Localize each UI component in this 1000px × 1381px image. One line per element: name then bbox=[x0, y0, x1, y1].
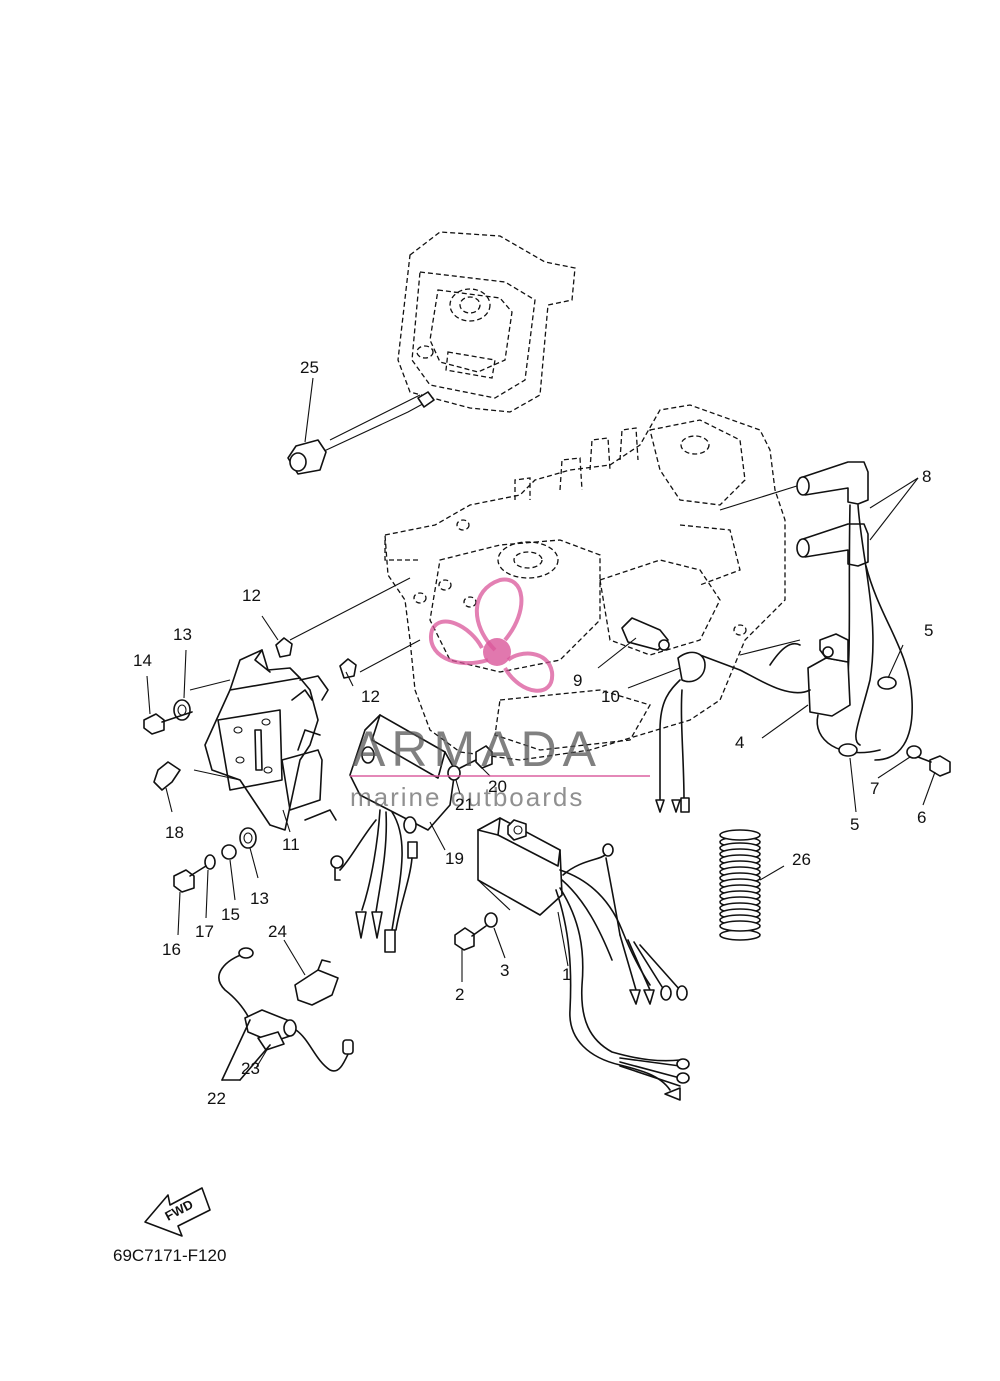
logo-blade-2 bbox=[428, 619, 489, 666]
part-5-clamps bbox=[838, 676, 897, 757]
diagram-code: 69C7171-F120 bbox=[113, 1246, 226, 1265]
callout-13b: 13 bbox=[250, 889, 269, 908]
callout-8: 8 bbox=[922, 467, 931, 486]
engine-leaders bbox=[289, 484, 801, 673]
callout-25: 25 bbox=[300, 358, 319, 377]
part-1-module bbox=[454, 817, 690, 1101]
part-4-ignition-coil bbox=[699, 633, 881, 754]
callout-2: 2 bbox=[455, 985, 464, 1004]
callout-9: 9 bbox=[573, 671, 582, 690]
callout-20: 20 bbox=[488, 777, 507, 796]
logo-hub bbox=[483, 638, 511, 666]
callout-16: 16 bbox=[162, 940, 181, 959]
callout-13a: 13 bbox=[173, 625, 192, 644]
engine-block bbox=[384, 404, 786, 761]
part-25-sensor bbox=[287, 391, 435, 475]
leader-lines bbox=[146, 377, 936, 1069]
callout-labels: 1 2 3 4 5 5 6 7 8 9 10 11 12 12 13 13 14… bbox=[133, 358, 933, 1108]
part-11-bracket bbox=[204, 649, 337, 831]
callout-12b: 12 bbox=[361, 687, 380, 706]
callout-26: 26 bbox=[792, 850, 811, 869]
cover-plate bbox=[397, 231, 576, 413]
callout-10: 10 bbox=[601, 687, 620, 706]
part-9-sensor bbox=[621, 617, 670, 651]
callout-22: 22 bbox=[207, 1089, 226, 1108]
callout-17: 17 bbox=[195, 922, 214, 941]
callout-19: 19 bbox=[445, 849, 464, 868]
callout-14: 14 bbox=[133, 651, 152, 670]
part-8-plug-caps bbox=[796, 461, 913, 761]
callout-11: 11 bbox=[282, 835, 300, 854]
callout-15: 15 bbox=[221, 905, 240, 924]
watermark-tagline: marine outboards bbox=[350, 782, 584, 812]
callout-18: 18 bbox=[165, 823, 184, 842]
part-19-cdi-unit bbox=[330, 714, 456, 953]
callout-12a: 12 bbox=[242, 586, 261, 605]
callout-21: 21 bbox=[455, 795, 474, 814]
watermark: ARMADA marine outboards bbox=[350, 577, 650, 812]
callout-4: 4 bbox=[735, 733, 744, 752]
logo-blade-3 bbox=[503, 651, 555, 693]
part-10-temp-sensor bbox=[655, 651, 706, 813]
callout-1: 1 bbox=[562, 965, 571, 984]
callout-24: 24 bbox=[268, 922, 287, 941]
fwd-arrow-icon: FWD bbox=[144, 1187, 211, 1237]
callout-3: 3 bbox=[500, 961, 509, 980]
callout-6: 6 bbox=[917, 808, 926, 827]
callout-5b: 5 bbox=[850, 815, 859, 834]
part-6-7-hardware bbox=[906, 745, 951, 777]
part-26-spring bbox=[719, 829, 761, 941]
callout-5a: 5 bbox=[924, 621, 933, 640]
spring-ring bbox=[719, 920, 761, 932]
bracket-hardware bbox=[143, 637, 357, 893]
part-22-24-assembly bbox=[218, 947, 354, 1081]
watermark-brand: ARMADA bbox=[352, 721, 602, 777]
logo-blade-1 bbox=[474, 577, 524, 652]
callout-23: 23 bbox=[241, 1059, 260, 1078]
callout-7: 7 bbox=[870, 779, 879, 798]
propeller-logo-icon bbox=[428, 577, 555, 693]
